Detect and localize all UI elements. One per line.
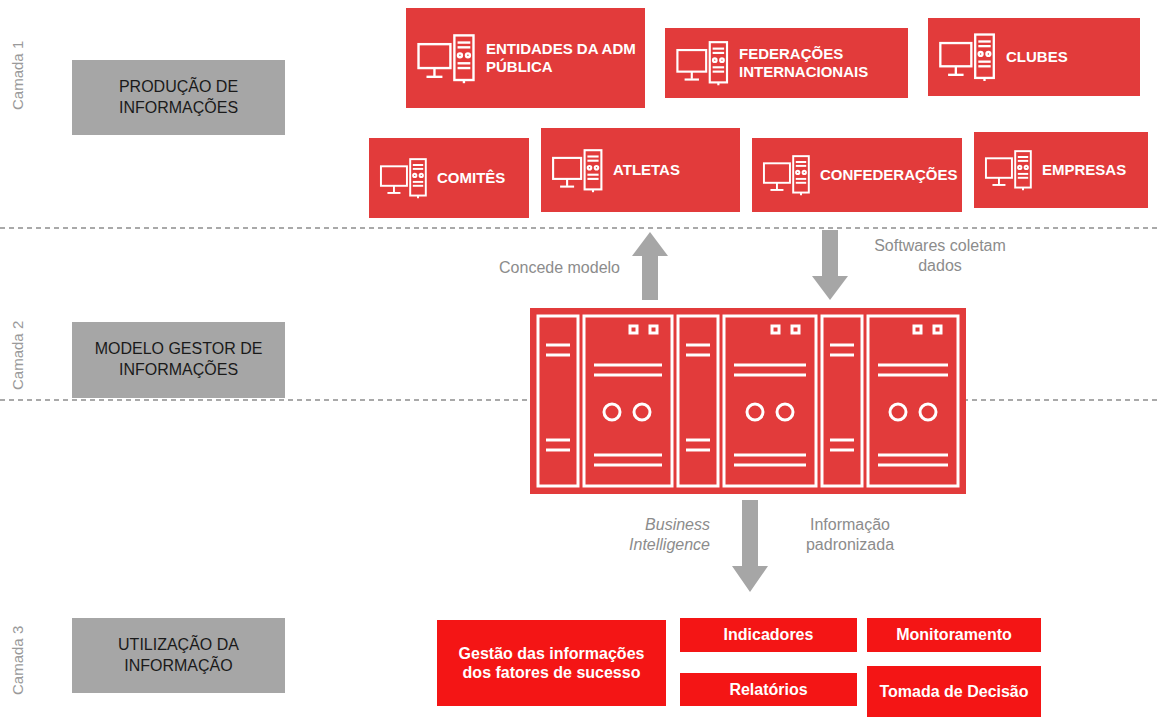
arrow-label: Informação padronizada (780, 515, 920, 555)
source-box: EMPRESAS (974, 132, 1148, 208)
output-box: Indicadores (680, 618, 857, 652)
down-arrow (812, 230, 848, 300)
arrow-label: Concede modelo (440, 258, 620, 278)
output-box: Tomada de Decisão (867, 666, 1041, 717)
up-arrow (632, 232, 668, 300)
server-illustration (530, 308, 966, 494)
node-text: COMITÊS (437, 169, 505, 187)
computer-icon (416, 33, 480, 84)
arrow-label: Business Intelligence (600, 515, 710, 555)
node-text: ATLETAS (613, 161, 680, 179)
computer-icon (675, 40, 733, 86)
output-box: Relatórios (680, 673, 857, 706)
output-box: Gestão das informações dos fatores de su… (437, 620, 666, 706)
node-text: Gestão das informações dos fatores de su… (445, 644, 658, 682)
source-box: CLUBES (928, 18, 1140, 96)
layer-box: PRODUÇÃO DE INFORMAÇÕES (72, 60, 285, 135)
node-text: Relatórios (729, 680, 807, 699)
arrow-label: Softwares coletam dados (860, 236, 1020, 276)
node-text: Tomada de Decisão (879, 682, 1028, 701)
layer-box: MODELO GESTOR DE INFORMAÇÕES (72, 322, 285, 398)
source-box: COMITÊS (369, 138, 529, 218)
layer-box: UTILIZAÇÃO DA INFORMAÇÃO (72, 618, 285, 693)
node-text: CLUBES (1006, 48, 1068, 66)
node-text: ENTIDADES DA ADM PÚBLICA (486, 40, 639, 76)
source-box: ATLETAS (541, 128, 740, 212)
layer-name: Camada 2 (9, 320, 28, 389)
computer-icon (551, 148, 607, 193)
computer-icon (938, 32, 1000, 82)
source-box: FEDERAÇÕES INTERNACIONAIS (665, 28, 908, 98)
layer-name: Camada 1 (9, 40, 28, 109)
computer-icon (984, 149, 1036, 191)
computer-icon (762, 154, 814, 196)
down-arrow (732, 500, 768, 592)
node-text: CONFEDERAÇÕES (820, 166, 958, 184)
source-box: ENTIDADES DA ADM PÚBLICA (406, 8, 645, 108)
node-text: EMPRESAS (1042, 161, 1126, 179)
output-box: Monitoramento (867, 618, 1041, 652)
layer-divider (0, 227, 1158, 228)
computer-icon (379, 157, 431, 199)
source-box: CONFEDERAÇÕES (752, 138, 962, 212)
node-text: UTILIZAÇÃO DA INFORMAÇÃO (80, 635, 277, 677)
node-text: Monitoramento (896, 625, 1012, 644)
layer-name: Camada 3 (9, 625, 28, 694)
node-text: MODELO GESTOR DE INFORMAÇÕES (80, 339, 277, 381)
node-text: FEDERAÇÕES INTERNACIONAIS (739, 45, 902, 81)
node-text: PRODUÇÃO DE INFORMAÇÕES (80, 77, 277, 119)
node-text: Indicadores (724, 625, 814, 644)
